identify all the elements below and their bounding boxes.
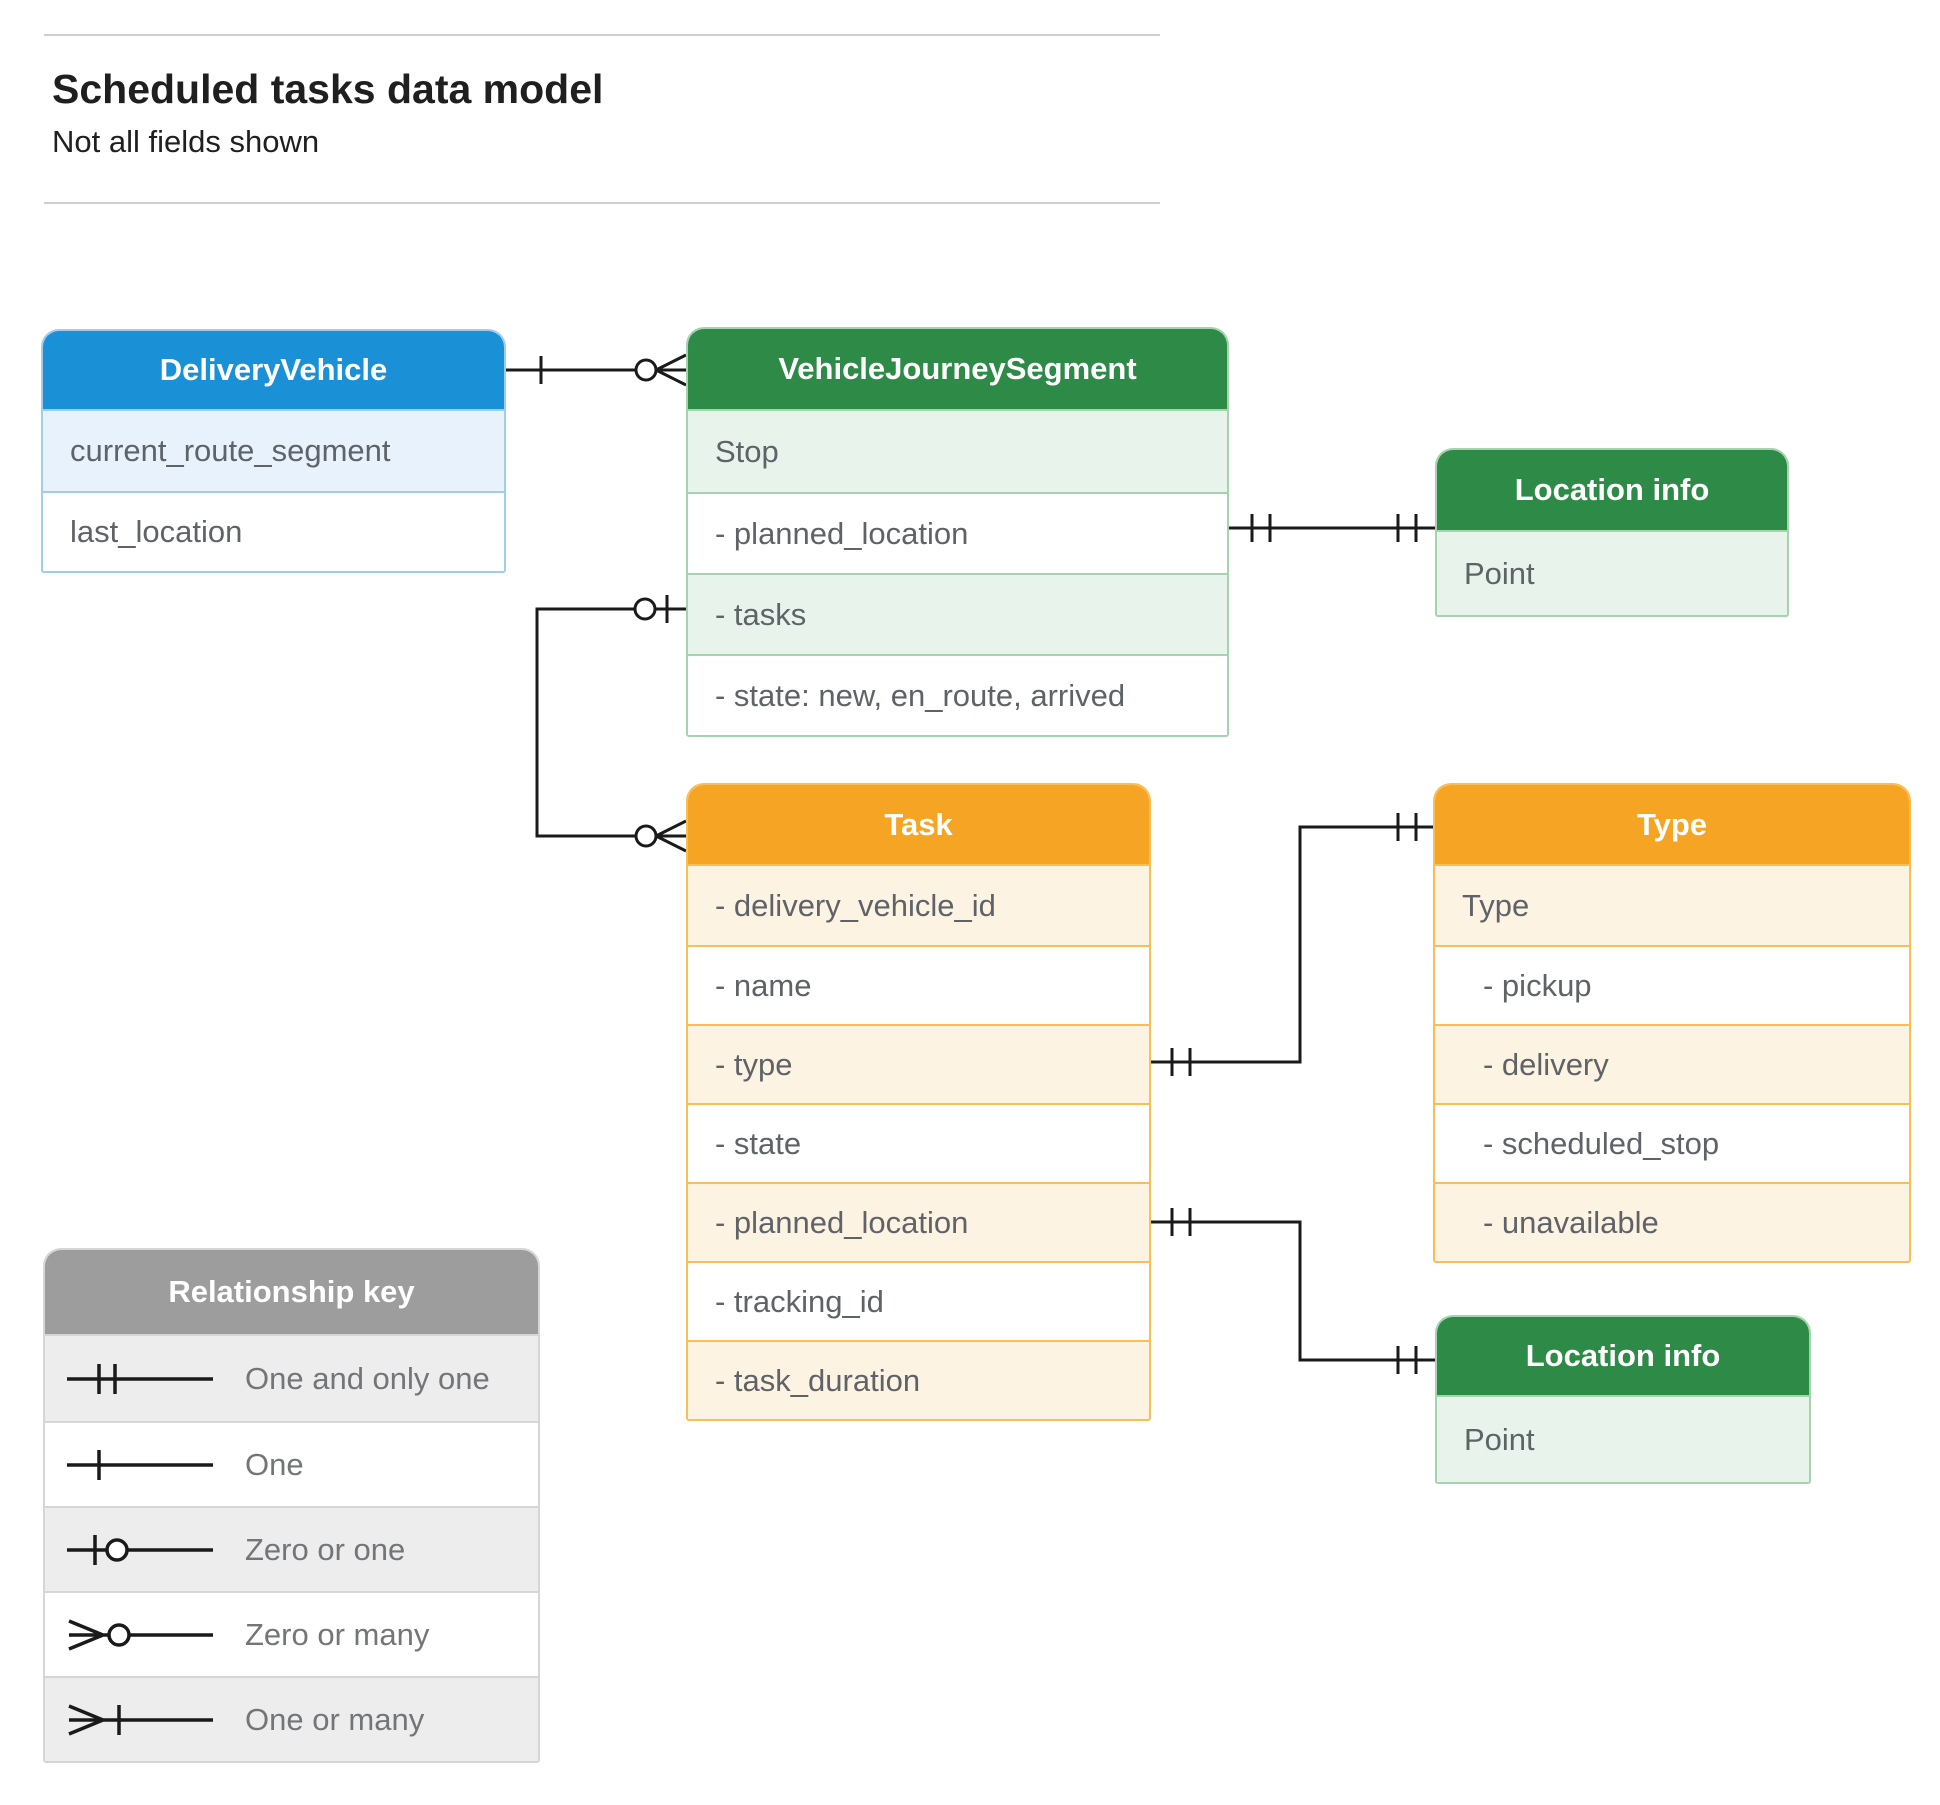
field-row: Type	[1435, 866, 1909, 945]
entity-title: VehicleJourneySegment	[688, 329, 1227, 411]
entity-title: Location info	[1437, 450, 1787, 532]
entity-title: DeliveryVehicle	[43, 331, 504, 411]
connector-task-type-to-type	[1151, 813, 1433, 1076]
relationship-key-title: Relationship key	[45, 1250, 538, 1336]
field-row: - planned_location	[688, 492, 1227, 573]
field-row: - name	[688, 945, 1149, 1024]
page-title: Scheduled tasks data model	[52, 66, 604, 112]
field-row: - tasks	[688, 573, 1227, 654]
one-or-many-icon	[68, 1703, 213, 1736]
field-row: - type	[688, 1024, 1149, 1103]
legend-label: Zero or many	[245, 1616, 430, 1652]
legend-label: Zero or one	[245, 1531, 406, 1567]
field-row: - unavailable	[1435, 1182, 1909, 1261]
legend-label: One and only one	[245, 1360, 490, 1396]
entity-title: Type	[1435, 785, 1909, 866]
field-row: last_location	[43, 491, 504, 571]
legend-label: One or many	[245, 1701, 425, 1737]
entity-locationinfo-top: Location info Point	[1435, 448, 1789, 617]
entity-type: Type Type - pickup - delivery - schedule…	[1433, 783, 1911, 1263]
relationship-key: Relationship key One and only one One	[43, 1248, 540, 1763]
field-row: current_route_segment	[43, 411, 504, 491]
field-row: - pickup	[1435, 945, 1909, 1024]
connector-vjs-tasks-to-task	[535, 595, 687, 853]
entity-locationinfo-bottom: Location info Point	[1435, 1315, 1811, 1484]
field-row: - scheduled_stop	[1435, 1103, 1909, 1182]
field-row: Point	[1437, 1397, 1809, 1482]
connector-deliveryvehicle-to-vehiclejourneysegment	[506, 353, 687, 387]
field-row: - tracking_id	[688, 1261, 1149, 1340]
entity-task: Task - delivery_vehicle_id - name - type…	[686, 783, 1151, 1421]
legend-row: Zero or one	[45, 1506, 538, 1591]
one-icon	[67, 1449, 213, 1480]
page-subtitle: Not all fields shown	[52, 124, 320, 159]
zero-or-one-icon	[67, 1534, 213, 1565]
field-row: - delivery_vehicle_id	[688, 866, 1149, 945]
field-row: - state: new, en_route, arrived	[688, 654, 1227, 735]
legend-row: Zero or many	[45, 1591, 538, 1676]
legend-row: One and only one	[45, 1336, 538, 1421]
entity-deliveryvehicle: DeliveryVehicle current_route_segment la…	[41, 329, 506, 573]
field-row: - delivery	[1435, 1024, 1909, 1103]
connector-vjs-plannedlocation-to-locationinfo	[1229, 514, 1435, 542]
one-and-only-one-icon	[67, 1363, 213, 1394]
field-row: - task_duration	[688, 1340, 1149, 1419]
connector-task-plannedlocation-to-locationinfo	[1151, 1208, 1435, 1374]
field-row: Stop	[688, 411, 1227, 492]
entity-title: Task	[688, 785, 1149, 866]
zero-or-many-icon	[68, 1618, 213, 1651]
legend-label: One	[245, 1446, 304, 1482]
legend-row: One	[45, 1421, 538, 1506]
top-divider	[44, 34, 1160, 36]
field-row: Point	[1437, 532, 1787, 615]
entity-title: Location info	[1437, 1317, 1809, 1397]
entity-vehiclejourneysegment: VehicleJourneySegment Stop - planned_loc…	[686, 327, 1229, 737]
header-divider	[44, 202, 1160, 204]
field-row: - state	[688, 1103, 1149, 1182]
field-row: - planned_location	[688, 1182, 1149, 1261]
legend-row: One or many	[45, 1676, 538, 1761]
